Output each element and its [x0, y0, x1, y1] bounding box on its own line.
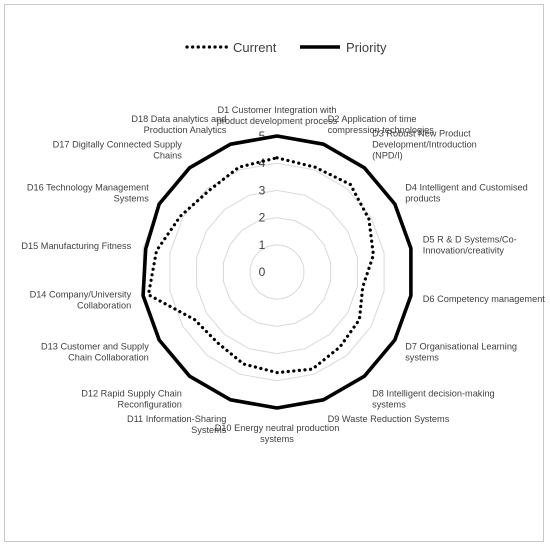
radial-tick-label: 3	[259, 183, 266, 197]
grid-ring-3	[196, 189, 358, 355]
chart-frame	[4, 4, 544, 542]
grid-ring-2	[222, 217, 332, 327]
series-priority-line	[141, 134, 413, 410]
series-layer	[141, 134, 413, 410]
category-label: D5 R & D Systems/Co-Innovation/creativit…	[423, 234, 517, 255]
series-current-line	[146, 156, 375, 375]
legend: Current Priority	[185, 40, 387, 55]
grid-ring-4	[169, 162, 385, 382]
legend-label-priority: Priority	[346, 40, 387, 55]
radial-tick-label: 2	[259, 211, 266, 225]
category-label: D6 Competency management	[423, 294, 546, 304]
category-label: D9 Waste Reduction Systems	[328, 414, 450, 424]
radial-tick-label: 5	[259, 129, 266, 143]
radial-tick-label: 4	[259, 156, 266, 170]
category-label: D15 Manufacturing Fitness	[21, 241, 131, 251]
grid-ring-1	[249, 244, 305, 300]
legend-label-current: Current	[233, 40, 277, 55]
radial-tick-label: 0	[259, 265, 266, 279]
radial-tick-labels: 0 1 2 3 4 5	[259, 129, 266, 279]
radial-tick-label: 1	[259, 238, 266, 252]
